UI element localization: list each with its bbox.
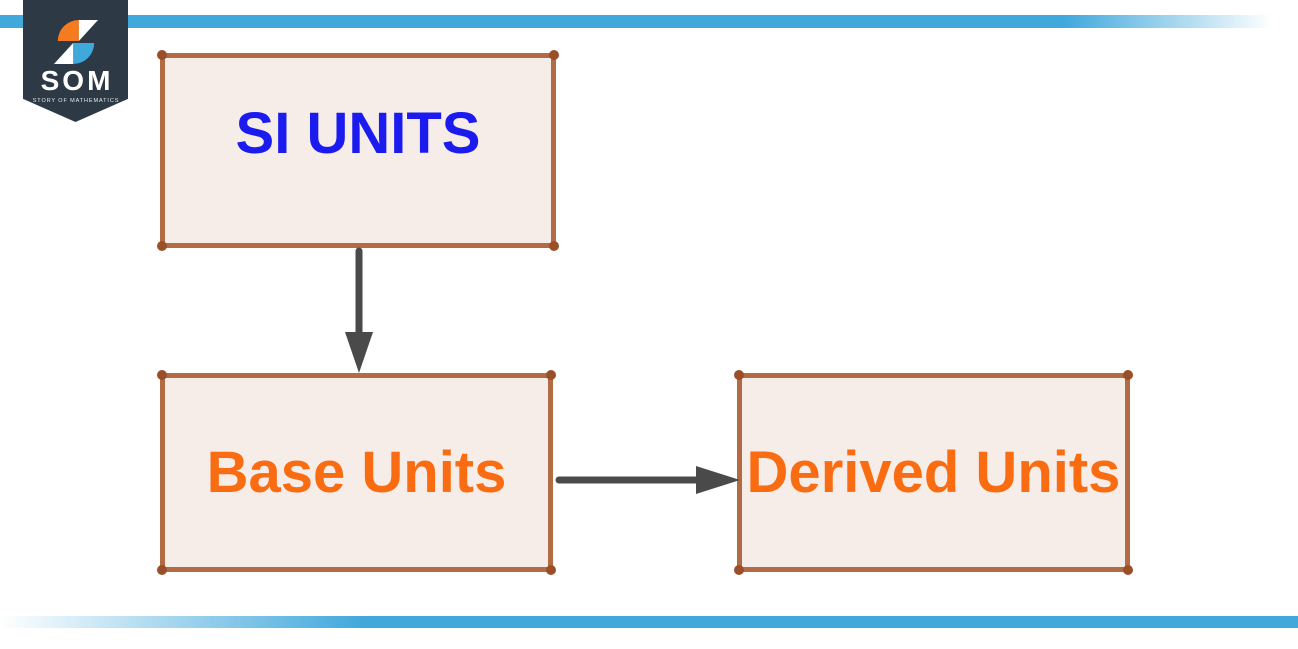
brand-tagline: STORY OF MATHEMATICS — [32, 98, 120, 104]
corner-handle — [157, 241, 167, 251]
top-accent-bar — [0, 15, 1298, 28]
corner-handle — [734, 370, 744, 380]
node-base-units: Base Units — [157, 370, 556, 575]
node-label-base-units: Base Units — [206, 439, 507, 505]
node-label-si-units: SI UNITS — [235, 100, 481, 166]
corner-handle — [157, 565, 167, 575]
bottom-accent-bar — [0, 616, 1298, 628]
corner-handle — [546, 565, 556, 575]
corner-handle — [1123, 565, 1133, 575]
node-derived-units: Derived Units — [734, 370, 1133, 575]
arrow-base-to-derived — [555, 466, 740, 494]
node-label-derived-units: Derived Units — [746, 439, 1121, 505]
corner-handle — [157, 370, 167, 380]
node-si-units: SI UNITS — [157, 50, 559, 251]
arrow-si-to-base — [345, 247, 373, 373]
corner-handle — [549, 50, 559, 60]
corner-handle — [1123, 370, 1133, 380]
corner-handle — [734, 565, 744, 575]
corner-handle — [549, 241, 559, 251]
corner-handle — [546, 370, 556, 380]
brand-name: SOM — [40, 65, 114, 96]
brand-pennant: SOM STORY OF MATHEMATICS — [23, 0, 128, 122]
som-logo-icon — [53, 19, 98, 65]
corner-handle — [157, 50, 167, 60]
